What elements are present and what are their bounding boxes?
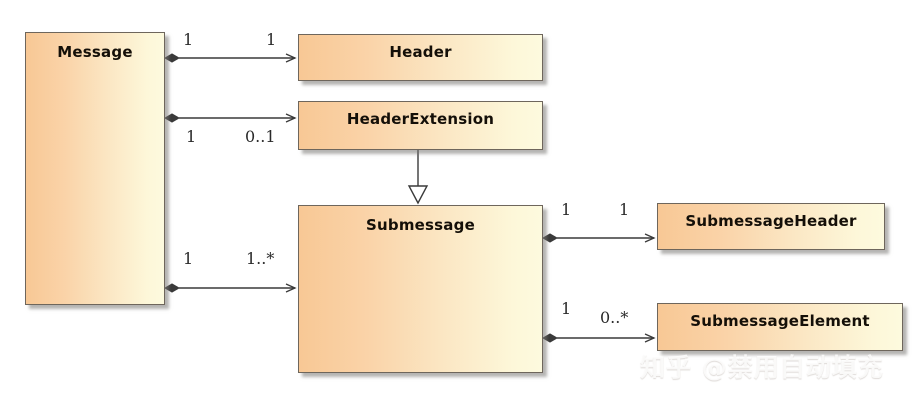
class-name-submessageelement: SubmessageElement [690,312,870,330]
class-box-message[interactable]: Message [25,32,165,305]
relation-submessage-submessageelement [541,333,656,343]
class-name-submessage: Submessage [366,216,475,234]
class-box-headerextension[interactable]: HeaderExtension [298,101,543,150]
relation-submessage-submessageheader [541,233,656,243]
class-name-header: Header [389,43,452,61]
multiplicity-message-header-source: 1 [183,30,194,49]
multiplicity-submessage-submessageelement-target: 0..* [600,308,629,327]
multiplicity-message-submessage-target: 1..* [246,249,275,268]
multiplicity-message-header-target: 1 [266,30,277,49]
multiplicity-message-submessage-source: 1 [183,249,194,268]
multiplicity-submessage-submessageelement-source: 1 [561,299,572,318]
class-box-submessage[interactable]: Submessage [298,205,543,373]
class-box-submessageelement[interactable]: SubmessageElement [657,303,903,351]
class-name-message: Message [57,43,133,61]
class-name-headerextension: HeaderExtension [346,110,495,128]
class-name-submessageheader: SubmessageHeader [685,212,857,230]
relation-message-submessage [163,283,297,293]
multiplicity-submessage-submessageheader-source: 1 [561,200,572,219]
class-box-header[interactable]: Header [298,34,543,81]
class-box-submessageheader[interactable]: SubmessageHeader [657,203,885,250]
watermark-text: 知乎 @禁用自动填充 [640,353,884,382]
multiplicity-message-headerextension-target: 0..1 [245,127,276,146]
relation-submessage-generalizes-headerextension [407,150,429,205]
multiplicity-submessage-submessageheader-target: 1 [619,200,630,219]
multiplicity-message-headerextension-source: 1 [186,127,197,146]
relation-message-header [163,53,297,63]
relation-message-headerextension [163,113,297,123]
